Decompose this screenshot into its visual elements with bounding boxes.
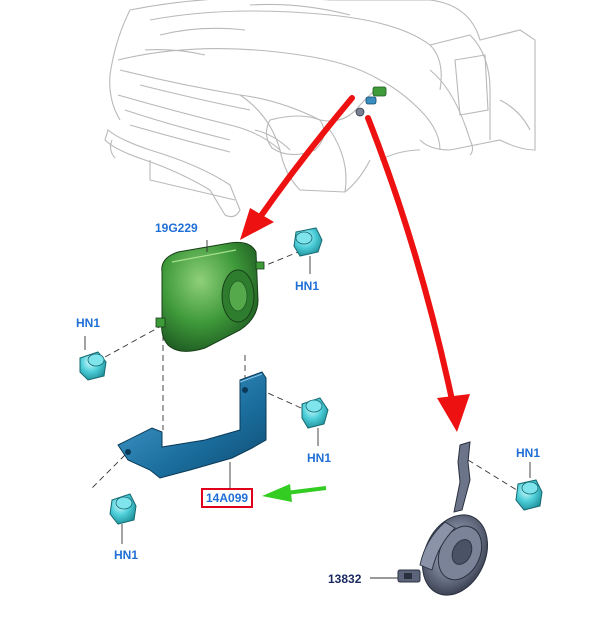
label-nut-horn: HN1 [516, 446, 541, 460]
nut-hn1-left [79, 336, 107, 381]
label-nut-right: HN1 [307, 451, 332, 465]
label-horn: 13832 [328, 572, 362, 586]
callout-arrow-to-horn [365, 115, 470, 432]
horn-13832 [370, 441, 488, 596]
vehicle-outline [104, 0, 536, 218]
callout-arrow-to-module [240, 95, 355, 240]
label-module: 19G229 [155, 221, 198, 235]
bracket-14a099 [117, 371, 267, 490]
vehicle-module-location [355, 86, 387, 117]
module-19g229 [155, 240, 265, 352]
nut-hn1-bottom [109, 493, 137, 544]
label-nut-top: HN1 [295, 279, 320, 293]
label-nut-bottom: HN1 [114, 548, 139, 562]
nut-hn1-top [293, 227, 323, 274]
nut-hn1-horn [515, 462, 543, 511]
label-bracket-highlighted: 14A099 [201, 488, 254, 508]
nut-hn1-right [301, 397, 329, 446]
highlight-arrow [262, 484, 327, 502]
label-nut-left: HN1 [76, 316, 101, 330]
